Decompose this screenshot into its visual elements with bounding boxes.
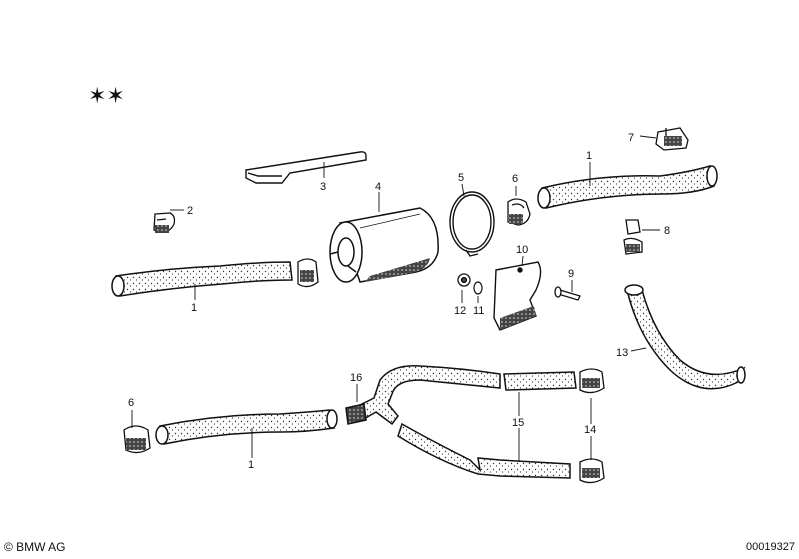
clip-top-part	[507, 198, 531, 226]
bracket-strap-part	[245, 151, 367, 184]
callout-1-left: 1	[191, 302, 197, 314]
callout-13: 13	[616, 347, 628, 359]
copyright-text: © BMW AG	[4, 540, 66, 554]
long-hose-part	[624, 284, 746, 390]
callout-5: 5	[458, 172, 464, 184]
hose-bottom-part	[155, 409, 338, 445]
callout-3: 3	[320, 181, 326, 193]
y-connector-part	[345, 365, 501, 426]
bolt-part	[554, 286, 581, 301]
hose-pair-part	[397, 371, 577, 479]
callout-15: 15	[512, 417, 524, 429]
callout-10: 10	[516, 244, 528, 256]
callout-6-bottom: 6	[128, 397, 134, 409]
hose-top-right-part	[537, 165, 718, 209]
callout-8: 8	[664, 225, 670, 237]
callout-2: 2	[187, 205, 193, 217]
small-clip-part	[153, 212, 176, 233]
clip-bottom-left-part	[123, 425, 151, 454]
callout-6-top: 6	[512, 173, 518, 185]
hose-end-clip	[297, 258, 319, 288]
hose-left-part	[111, 261, 293, 297]
leader-lines	[131, 135, 660, 462]
clamp-ring-part	[449, 191, 495, 257]
callout-1-top-right: 1	[586, 150, 592, 162]
bracket-top-right-part	[655, 127, 689, 151]
callout-numbers: 1 1 1 2 3 4 5 6 6 7 8 9 10 11 12 13 14 1…	[128, 132, 670, 471]
star-marks: ✶✶	[88, 84, 125, 109]
callout-12: 12	[454, 305, 466, 317]
callout-16: 16	[350, 372, 362, 384]
callout-7: 7	[628, 132, 634, 144]
callout-1-bottom: 1	[248, 459, 254, 471]
callout-4: 4	[375, 181, 381, 193]
clips-pair-part	[579, 368, 605, 484]
callout-14: 14	[584, 424, 596, 436]
document-number: 00019327	[746, 541, 795, 553]
callout-9: 9	[568, 268, 574, 280]
nut-part	[457, 273, 471, 287]
callout-11: 11	[473, 305, 484, 317]
clip-right-part	[623, 219, 643, 255]
filter-canister-part	[329, 207, 439, 283]
washer-part	[473, 281, 483, 295]
heat-shield-part	[493, 261, 542, 331]
